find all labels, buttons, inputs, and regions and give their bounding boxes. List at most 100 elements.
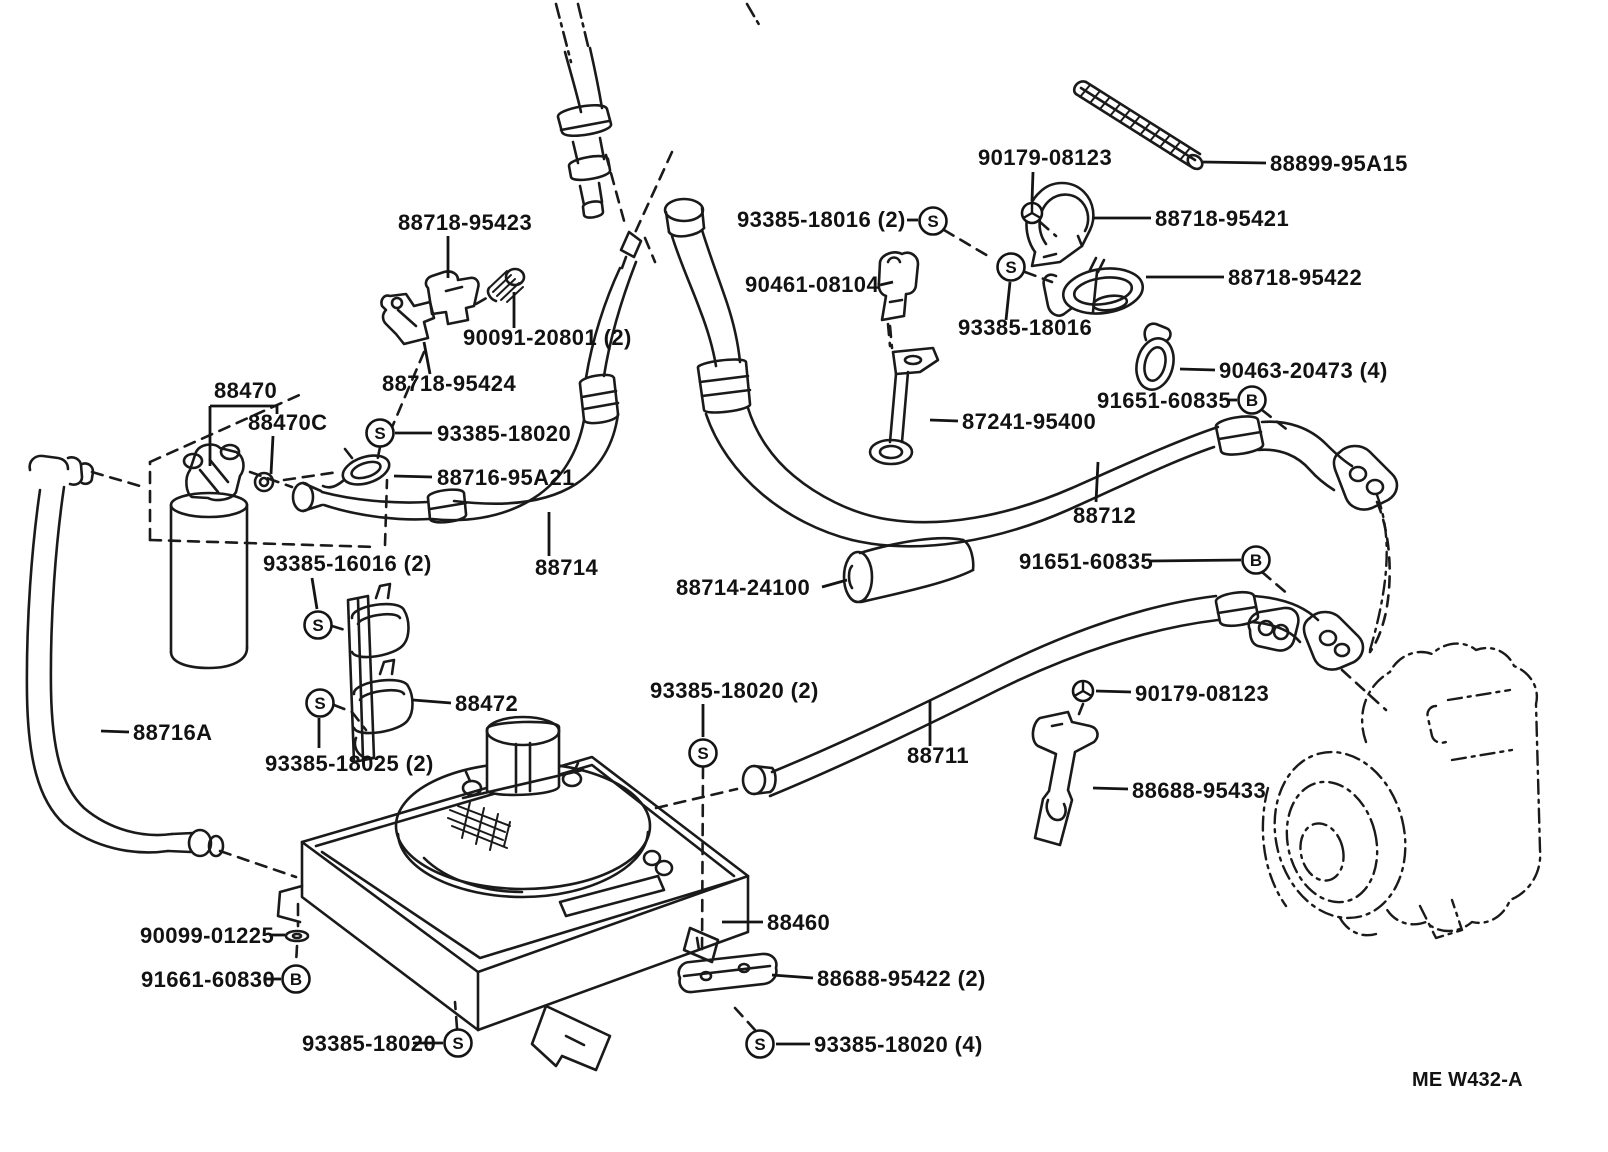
hose-88716a: [25, 454, 225, 858]
callout-circle: [365, 418, 395, 448]
part-label-l-88688-95433: 88688-95433: [1132, 778, 1266, 803]
hidden-link: [332, 703, 368, 732]
callout-circle: [688, 738, 718, 768]
part-label-l-88472: 88472: [455, 691, 518, 716]
bolt-90091: [486, 267, 526, 303]
part-label-l-90099-01225: 90099-01225: [140, 923, 274, 948]
hidden-link: [886, 322, 892, 348]
callout-s-s7: S: [443, 1028, 473, 1058]
plate-88688-95422: [677, 952, 778, 994]
leader-l-88718-95424: [422, 341, 432, 375]
phantom-hose-stub: [745, 2, 763, 30]
part-label-l-me-w432-a: ME W432-A: [1412, 1069, 1523, 1091]
callout-circle: [918, 206, 948, 236]
hidden-links-receiver: [148, 350, 426, 549]
part-label-l-90461-08104: 90461-08104: [745, 272, 879, 297]
callout-circle: [303, 610, 333, 640]
callout-s-s1: S: [918, 206, 948, 236]
callout-s-s6: S: [688, 738, 718, 768]
part-label-l-93385-18016-2: 93385-18016 (2): [737, 207, 906, 232]
part-label-l-88718-95422: 88718-95422: [1228, 265, 1362, 290]
hidden-link: [1260, 408, 1292, 434]
clamp-88718-95422: [1042, 256, 1145, 317]
leader-l-91651-60835-b: [1149, 558, 1242, 563]
callout-letter: S: [1005, 258, 1016, 277]
hidden-link: [604, 153, 628, 230]
leader-l-90179-08123-b: [1095, 689, 1132, 694]
clamp-90463: [1135, 322, 1175, 391]
callout-circle: [1237, 385, 1267, 415]
hidden-link: [1077, 702, 1085, 716]
leader-l-88712: [1094, 461, 1100, 503]
washer-90099: [284, 929, 310, 943]
hidden-link: [1260, 570, 1292, 598]
callout-letter: B: [290, 970, 302, 989]
part-label-l-88718-95424: 88718-95424: [382, 371, 516, 396]
stay-87241: [868, 346, 940, 466]
part-label-l-88460: 88460: [767, 910, 830, 935]
hidden-link: [1340, 668, 1388, 712]
part-label-l-88688-95422-2: 88688-95422 (2): [817, 966, 986, 991]
callout-circle: [305, 688, 335, 718]
leader-l-88472: [412, 698, 452, 705]
callout-s-s3: S: [365, 418, 395, 448]
part-label-l-88899-95a15: 88899-95A15: [1270, 151, 1408, 176]
part-label-l-93385-18020-a: 93385-18020: [437, 421, 571, 446]
bracket-88688-95433: [1031, 710, 1099, 847]
callout-letter: B: [1246, 391, 1258, 410]
part-label-l-88470: 88470: [214, 378, 277, 403]
leader-l-93385-16016-2: [310, 577, 319, 610]
capped-hose-end: [663, 197, 752, 414]
part-label-l-93385-18025-2: 93385-18025 (2): [265, 751, 434, 776]
hidden-link: [888, 324, 894, 350]
callout-s-s5: S: [305, 688, 335, 718]
part-number-labels: 90179-08123 88899-95A15 93385-18016 (2) 904…: [133, 145, 1523, 1091]
leader-l-90463-20473-4: [1179, 367, 1216, 372]
callout-s-s4: S: [303, 610, 333, 640]
strip-88899-95a15: [1072, 80, 1204, 171]
hidden-link: [1038, 220, 1058, 238]
part-label-l-93385-16016-2: 93385-16016 (2): [263, 551, 432, 576]
hose-88711: [741, 590, 1365, 798]
callout-circle: [1241, 545, 1271, 575]
callout-letter: S: [754, 1035, 765, 1054]
leader-lines: [100, 160, 1267, 1046]
part-label-l-87241-95400: 87241-95400: [962, 409, 1096, 434]
leader-l-88688-95433: [1092, 786, 1129, 791]
bracket-88718-95424: [380, 292, 436, 346]
callout-letter: S: [314, 694, 325, 713]
hidden-link: [1023, 270, 1054, 284]
hose-88712: [704, 406, 1399, 548]
nut-icon: [1071, 679, 1095, 703]
cooler-unit-88460: [276, 715, 750, 1072]
clamp-88718-95421: [1025, 181, 1095, 268]
bracket-90461: [877, 251, 920, 322]
part-label-l-88470c: 88470C: [248, 410, 327, 435]
callout-letter: S: [374, 424, 385, 443]
leader-l-88716a: [100, 729, 130, 734]
hidden-links-cooler: [294, 765, 757, 1032]
part-label-l-88714: 88714: [535, 555, 599, 580]
hidden-link: [643, 236, 657, 264]
part-label-l-90179-08123-b: 90179-08123: [1135, 681, 1269, 706]
leader-l-88470: [210, 404, 279, 414]
part-label-l-88711: 88711: [907, 743, 969, 768]
part-label-l-93385-18020-4: 93385-18020 (4): [814, 1032, 983, 1057]
leader-l-93385-18016: [1004, 281, 1012, 321]
callout-b-b3: B: [281, 964, 311, 994]
leader-l-88470c: [269, 435, 275, 475]
clamp-stack-88472: [346, 582, 414, 764]
part-label-l-88712: 88712: [1073, 503, 1136, 528]
hidden-link: [474, 294, 492, 306]
hidden-link: [218, 849, 298, 879]
callout-letter: S: [312, 616, 323, 635]
hidden-link: [90, 470, 142, 488]
hose-88714-24100: [842, 536, 975, 604]
diagram-artwork: [25, 2, 1542, 1072]
hidden-link: [632, 150, 674, 237]
hidden-link: [1368, 500, 1391, 654]
leader-l-88899-95a15: [1202, 160, 1267, 165]
